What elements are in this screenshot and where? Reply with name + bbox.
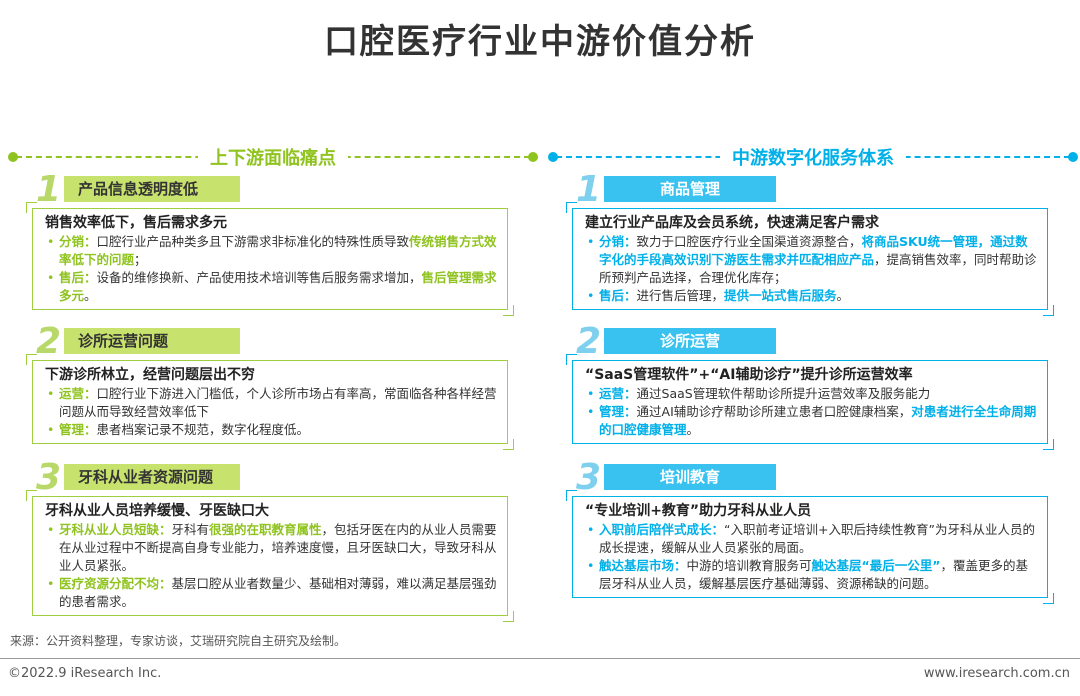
left-header-title: 上下游面临痛点: [198, 144, 348, 170]
section-number: 2: [576, 321, 602, 362]
bullet-lead: 触达基层市场：: [599, 558, 687, 573]
section-label: 牙科从业者资源问题: [64, 464, 240, 490]
bullet-tail: 。: [84, 288, 97, 303]
bullet-text: “入职前考证培训+入职后持续性教育”为牙科从业人员的成长提速，缓解从业人员紧张的…: [599, 522, 1035, 555]
section-box: 下游诊所林立，经营问题层出不穷 运营：口腔行业下游进入门槛低，个人诊所市场占有率…: [26, 354, 514, 450]
bullet-highlight: 传统销售方式效率低下的问题: [59, 234, 497, 267]
section-box: “SaaS管理软件”+“AI辅助诊疗”提升诊所运营效率 运营：通过SaaS管理软…: [566, 354, 1054, 450]
bullet-lead: 管理：: [599, 404, 637, 419]
section-number: 3: [36, 457, 62, 498]
list-item: 分销：致力于口腔医疗行业全国渠道资源整合，将商品SKU统一管理，通过数字化的手段…: [585, 233, 1037, 287]
header-dot-icon: [528, 152, 538, 162]
header-dot-icon: [1068, 152, 1078, 162]
list-item: 分销：口腔行业产品种类多且下游需求非标准化的特殊性质导致传统销售方式效率低下的问…: [45, 233, 497, 269]
left-column: 上下游面临痛点 1 产品信息透明度低 销售效率低下，售后需求多元 分销：口腔行业…: [8, 140, 538, 622]
left-column-header: 上下游面临痛点: [8, 140, 538, 174]
bullet-lead: 牙科从业人员短缺：: [59, 522, 172, 537]
bullet-lead: 运营：: [59, 386, 97, 401]
bullet-lead: 售后：: [59, 270, 97, 285]
bullet-text: 进行售后管理，: [636, 288, 725, 303]
bullet-text: 患者档案记录不规范，数字化程度低。: [96, 422, 310, 437]
bullet-tail: ，提高销售效率，同时帮助诊所预判产品选择，合理优化库存；: [599, 252, 1037, 285]
section-label: 诊所运营问题: [64, 328, 240, 354]
list-item: 管理：患者档案记录不规范，数字化程度低。: [45, 421, 497, 439]
website-link[interactable]: www.iresearch.com.cn: [923, 666, 1070, 681]
bullet-text: 口腔行业下游进入门槛低，个人诊所市场占有率高，常面临各种各样经营问题从而导致经营…: [59, 386, 497, 419]
bullet-highlight: 提供一站式售后服务: [724, 288, 837, 303]
bullet-text: 通过AI辅助诊疗帮助诊所建立患者口腔健康档案，: [636, 404, 912, 419]
box-title: 销售效率低下，售后需求多元: [45, 215, 227, 231]
section-box: 销售效率低下，售后需求多元 分销：口腔行业产品种类多且下游需求非标准化的特殊性质…: [26, 202, 514, 316]
bullet-highlight: 很强的在职教育属性: [209, 522, 322, 537]
list-item: 牙科从业人员短缺：牙科有很强的在职教育属性，包括牙医在内的从业人员需要在从业过程…: [45, 521, 497, 575]
section-label: 诊所运营: [604, 328, 776, 354]
bullet-highlight: 将商品SKU统一管理，通过数字化的手段高效识别下游医生需求并匹配相应产品: [599, 234, 1028, 267]
bullet-tail: 。: [686, 422, 700, 437]
box-title: “SaaS管理软件”+“AI辅助诊疗”提升诊所运营效率: [585, 367, 913, 383]
page-title: 口腔医疗行业中游价值分析: [324, 22, 756, 62]
right-header-title: 中游数字化服务体系: [720, 144, 906, 170]
bullet-tail: ；: [134, 252, 147, 267]
list-item: 触达基层市场：中游的培训教育服务可触达基层“最后一公里”，覆盖更多的基层牙科从业…: [585, 557, 1037, 593]
copyright: ©2022.9 iResearch Inc.: [8, 666, 162, 681]
header-dot-icon: [548, 152, 558, 162]
bullet-highlight: 触达基层“最后一公里”: [811, 558, 941, 573]
box-title: 建立行业产品库及会员系统，快速满足客户需求: [585, 215, 879, 231]
bullet-text: 设备的维修换新、产品使用技术培训等售后服务需求增加，: [96, 270, 422, 285]
list-item: 售后：设备的维修换新、产品使用技术培训等售后服务需求增加，售后管理需求多元。: [45, 269, 497, 305]
bullet-text: 中游的培训教育服务可: [686, 558, 812, 573]
bullet-lead: 分销：: [599, 234, 637, 249]
bullet-text: 口腔行业产品种类多且下游需求非标准化的特殊性质导致: [96, 234, 410, 249]
bullet-lead: 运营：: [599, 386, 637, 401]
section-box: “专业培训+教育”助力牙科从业人员 入职前后陪伴式成长：“入职前考证培训+入职后…: [566, 490, 1054, 604]
section-number: 2: [36, 321, 62, 362]
bullet-lead: 入职前后陪伴式成长：: [599, 522, 725, 537]
list-item: 医疗资源分配不均：基层口腔从业者数量少、基础相对薄弱，难以满足基层强劲的患者需求…: [45, 575, 497, 611]
list-item: 运营：通过SaaS管理软件帮助诊所提升运营效率及服务能力: [585, 385, 1037, 403]
box-title: “专业培训+教育”助力牙科从业人员: [585, 503, 812, 519]
list-item: 售后：进行售后管理，提供一站式售后服务。: [585, 287, 1037, 305]
bullet-text: 基层口腔从业者数量少、基础相对薄弱，难以满足基层强劲的患者需求。: [59, 576, 497, 609]
bullet-tail: 。: [836, 288, 850, 303]
section-number: 1: [36, 169, 62, 210]
box-title: 下游诊所林立，经营问题层出不穷: [45, 367, 255, 383]
bullet-lead: 医疗资源分配不均：: [59, 576, 172, 591]
section-number: 1: [576, 169, 602, 210]
bullet-text: 牙科有: [171, 522, 210, 537]
section-box: 牙科从业人员培养缓慢、牙医缺口大 牙科从业人员短缺：牙科有很强的在职教育属性，包…: [26, 490, 514, 622]
list-item: 管理：通过AI辅助诊疗帮助诊所建立患者口腔健康档案，对患者进行全生命周期的口腔健…: [585, 403, 1037, 439]
footer-divider: [0, 658, 1080, 659]
section-label: 产品信息透明度低: [64, 176, 240, 202]
right-column-header: 中游数字化服务体系: [548, 140, 1078, 174]
right-column: 中游数字化服务体系 1 商品管理 建立行业产品库及会员系统，快速满足客户需求 分…: [548, 140, 1078, 604]
bullet-highlight: 售后管理需求多元: [59, 270, 497, 303]
source-note: 来源：公开资料整理，专家访谈，艾瑞研究院自主研究及绘制。: [10, 634, 347, 648]
bullet-tail: ，包括牙医在内的从业人员需要在从业过程中不断提高自身专业能力，培养速度慢，且牙医…: [59, 522, 497, 573]
list-item: 运营：口腔行业下游进入门槛低，个人诊所市场占有率高，常面临各种各样经营问题从而导…: [45, 385, 497, 421]
bullet-text: 致力于口腔医疗行业全国渠道资源整合，: [636, 234, 862, 249]
list-item: 入职前后陪伴式成长：“入职前考证培训+入职后持续性教育”为牙科从业人员的成长提速…: [585, 521, 1037, 557]
bullet-lead: 管理：: [59, 422, 97, 437]
bullet-tail: ，覆盖更多的基层牙科从业人员，缓解基层医疗基础薄弱、资源稀缺的问题。: [599, 558, 1028, 591]
section-label: 培训教育: [604, 464, 776, 490]
section-box: 建立行业产品库及会员系统，快速满足客户需求 分销：致力于口腔医疗行业全国渠道资源…: [566, 202, 1054, 316]
bullet-lead: 分销：: [59, 234, 97, 249]
header-dot-icon: [8, 152, 18, 162]
section-number: 3: [576, 457, 602, 498]
bullet-highlight: 对患者进行全生命周期的口腔健康管理: [599, 404, 1037, 437]
bullet-lead: 售后：: [599, 288, 637, 303]
box-title: 牙科从业人员培养缓慢、牙医缺口大: [45, 503, 269, 519]
bullet-text: 通过SaaS管理软件帮助诊所提升运营效率及服务能力: [636, 386, 931, 401]
section-label: 商品管理: [604, 176, 776, 202]
